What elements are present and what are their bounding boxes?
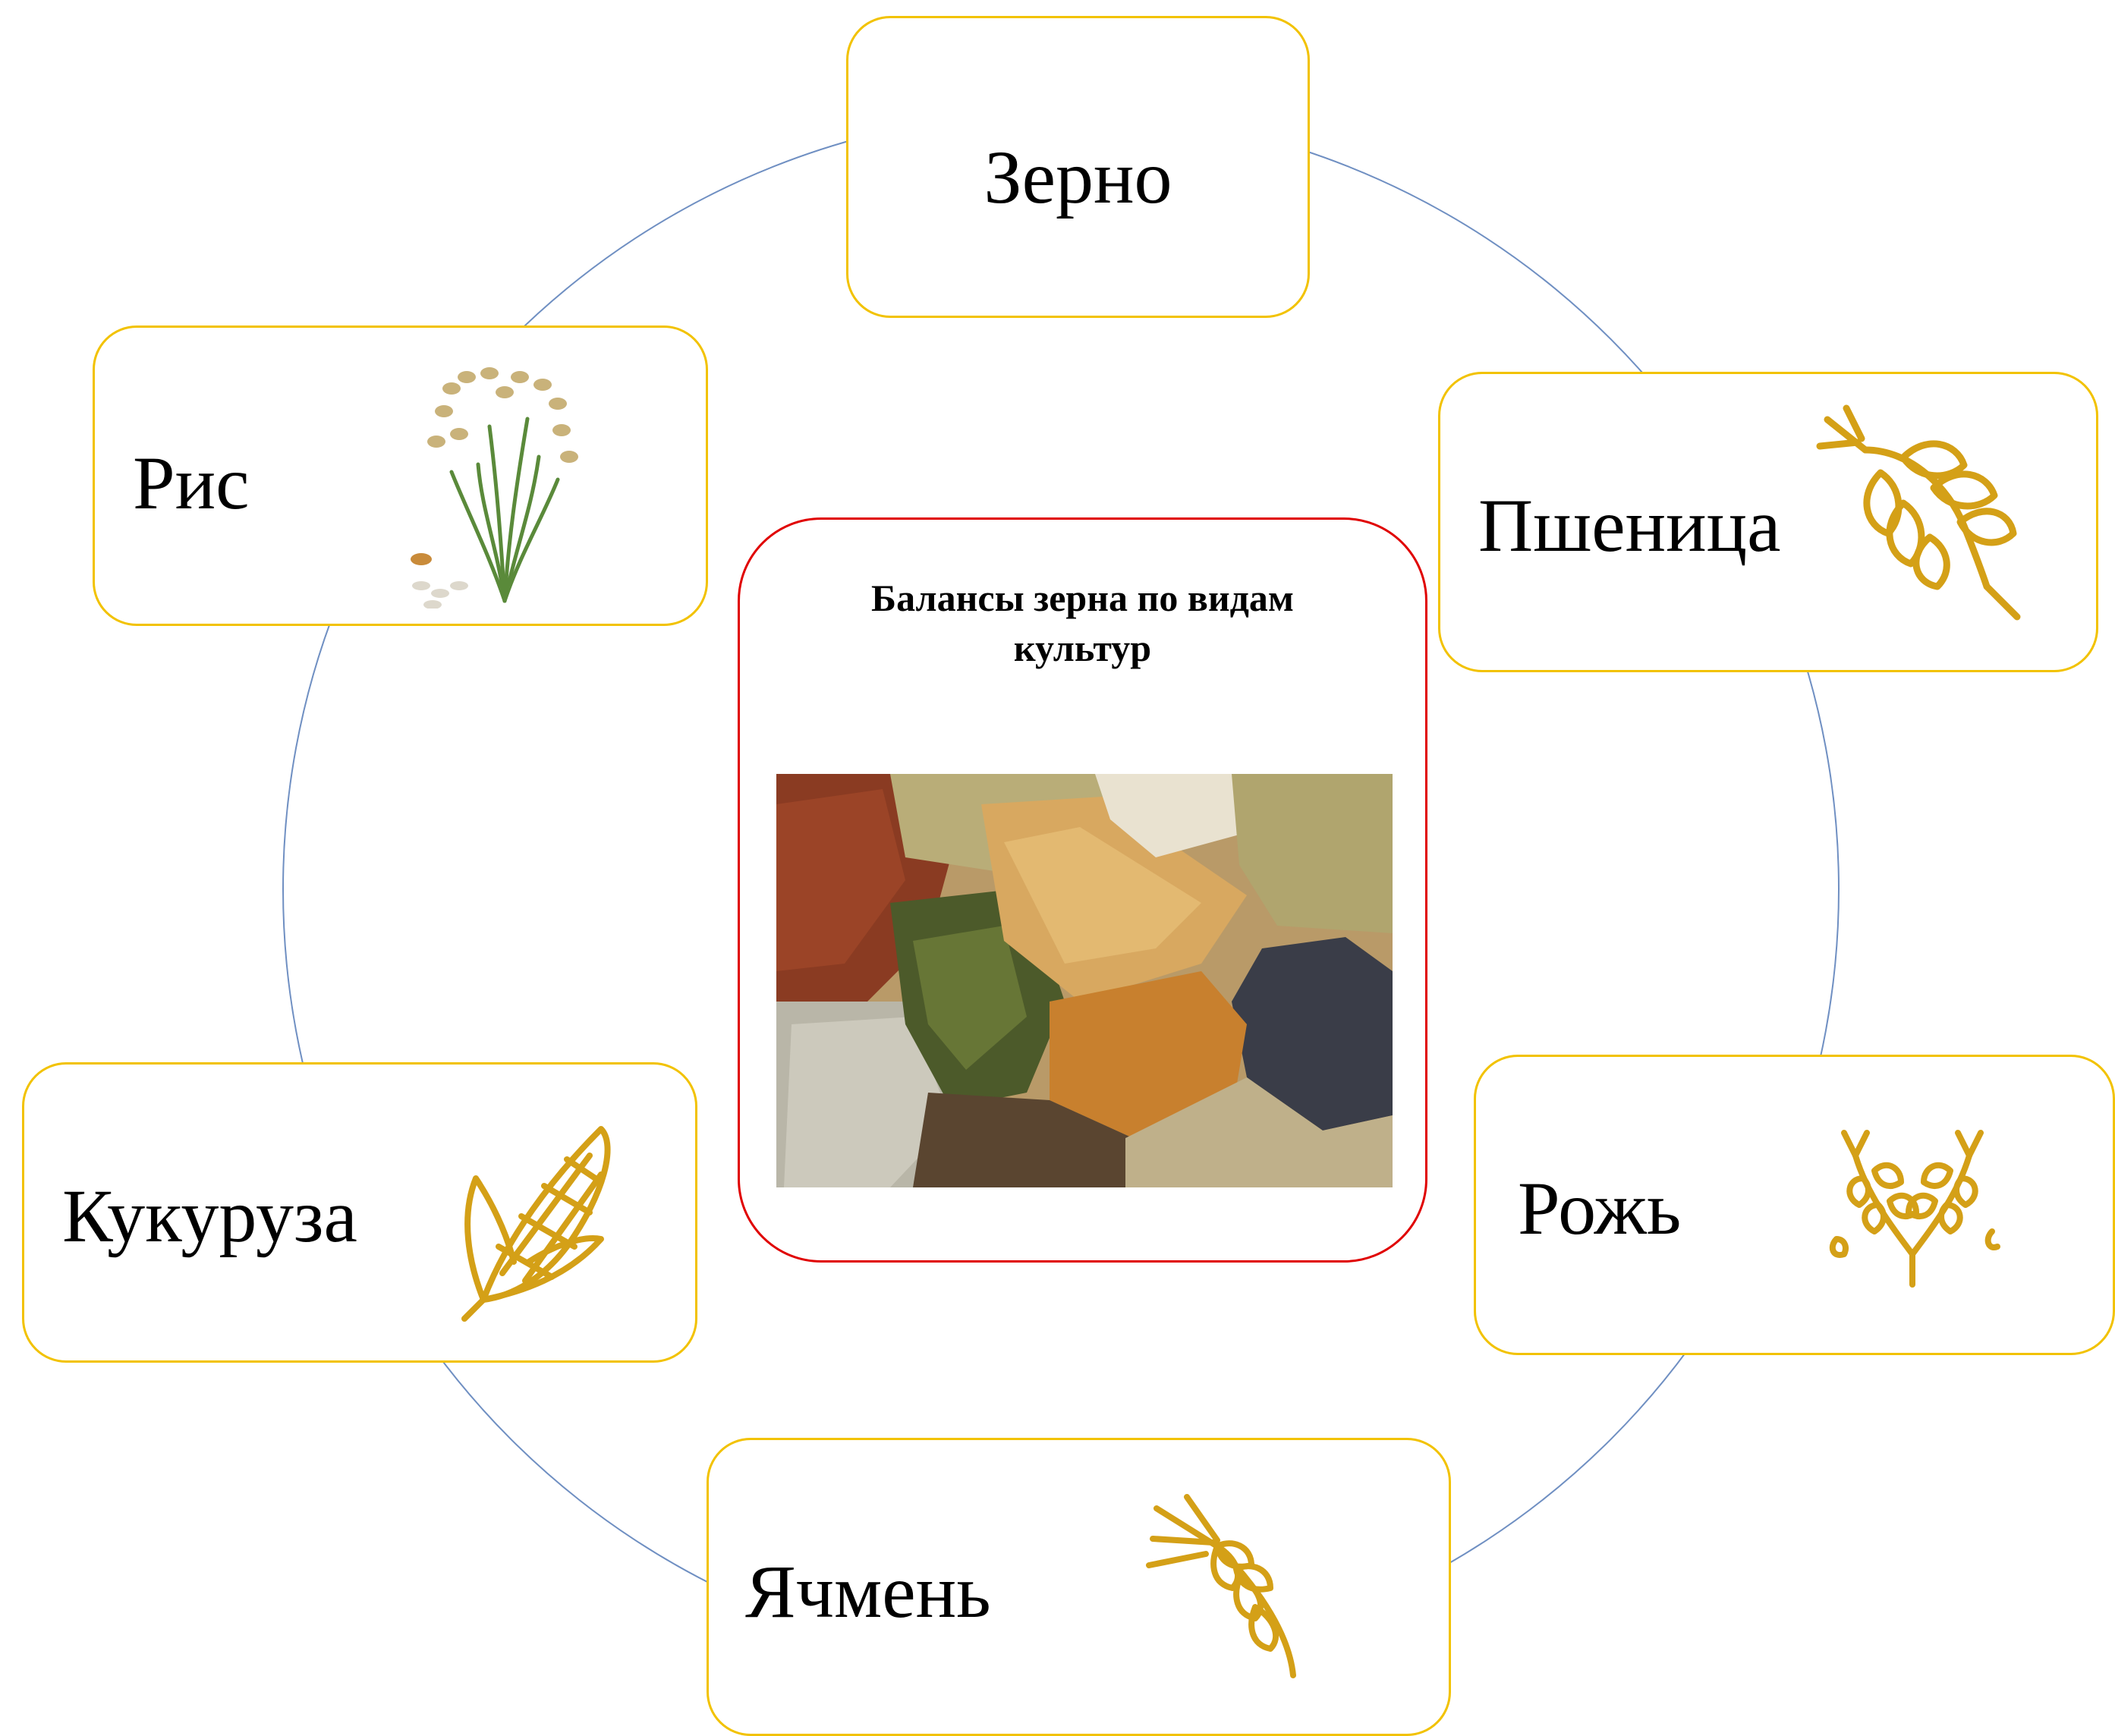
- node-rice: Рис: [93, 326, 708, 626]
- corn-cob-icon: [438, 1110, 628, 1322]
- node-rye-label: Рожь: [1518, 1171, 1681, 1247]
- rye-spikes-icon: [1829, 1125, 2003, 1292]
- node-grain-label: Зерно: [848, 140, 1308, 215]
- node-corn-label: Кукуруза: [62, 1178, 357, 1254]
- mixed-grains-photo: [776, 774, 1393, 1187]
- node-wheat-label: Пшеница: [1478, 488, 1781, 564]
- rice-plant-icon: [406, 358, 603, 609]
- node-rice-label: Рис: [133, 445, 250, 521]
- center-title-line-1: Балансы зерна по видам: [740, 573, 1425, 623]
- center-card: Балансы зерна по видам культур: [738, 517, 1427, 1263]
- center-title-line-2: культур: [740, 623, 1425, 673]
- node-barley-label: Ячмень: [745, 1554, 991, 1630]
- node-barley: Ячмень: [707, 1438, 1451, 1736]
- node-grain: Зерно: [846, 16, 1310, 318]
- node-rye: Рожь: [1474, 1055, 2115, 1355]
- wheat-ear-icon: [1812, 404, 2040, 632]
- center-title: Балансы зерна по видам культур: [740, 573, 1425, 673]
- node-wheat: Пшеница: [1438, 372, 2098, 672]
- node-corn: Кукуруза: [22, 1062, 697, 1363]
- barley-ear-icon: [1141, 1493, 1308, 1683]
